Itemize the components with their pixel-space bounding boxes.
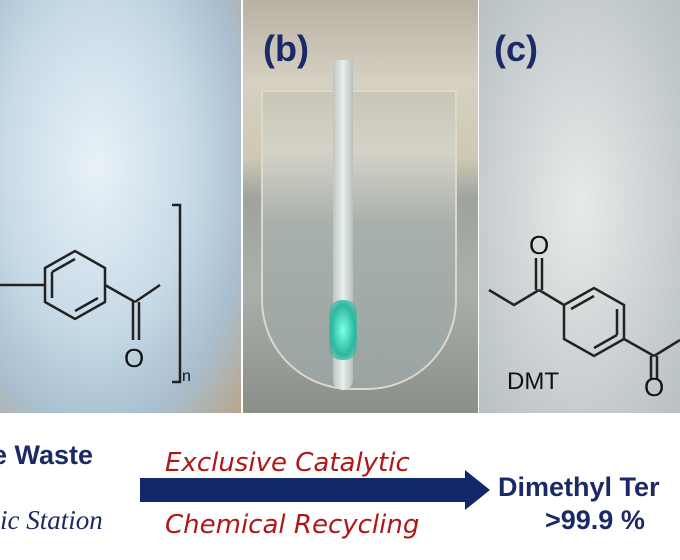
reactor-vessel	[261, 90, 457, 390]
product-label: Dimethyl Ter	[498, 472, 660, 502]
dmt-label: DMT	[507, 368, 559, 395]
reactor-glow	[329, 300, 357, 360]
photo-reactor: (b)	[243, 0, 478, 413]
pet-structure	[0, 203, 182, 384]
repeat-unit-n: n	[182, 368, 191, 385]
process-label-top: Exclusive Catalytic	[165, 448, 410, 478]
oxygen-label: O	[529, 230, 550, 260]
dmt-structure	[488, 258, 680, 380]
panel-label-b: (b)	[263, 28, 309, 69]
oxygen-label: O	[644, 372, 665, 402]
photo-pet-waste-flakes: O n	[0, 0, 241, 413]
product-purity: >99.9 %	[545, 505, 645, 535]
panel-label-c: (c)	[494, 28, 538, 69]
source-sublabel: ic Station	[0, 505, 103, 535]
photo-dmt-crystals: (c) O O DMT	[479, 0, 680, 413]
oxygen-label: O	[124, 343, 145, 373]
process-label-bottom: Chemical Recycling	[165, 510, 420, 540]
source-label: e Waste	[0, 440, 94, 470]
process-arrow-icon	[140, 470, 490, 510]
